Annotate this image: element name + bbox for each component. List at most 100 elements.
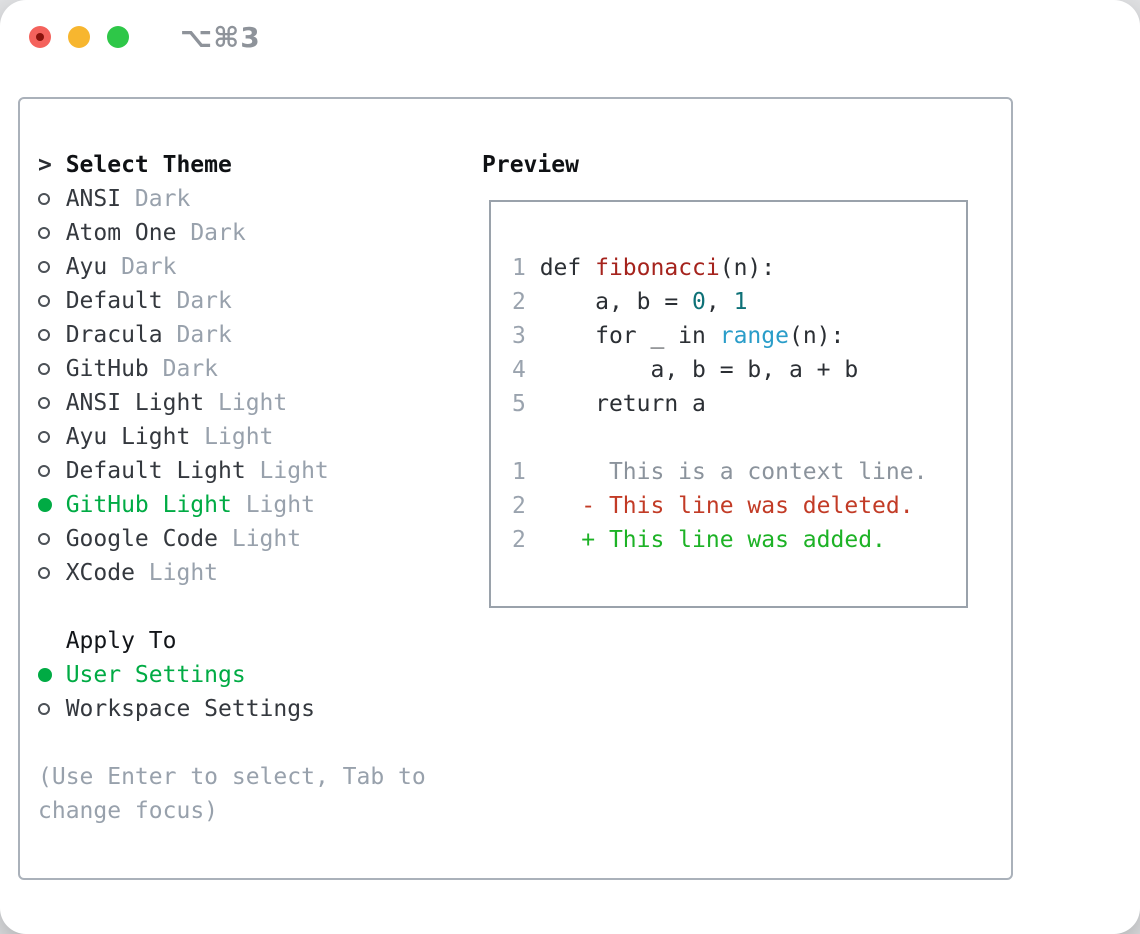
theme-option-name: GitHub Light	[65, 492, 232, 518]
theme-option-variant: Dark	[176, 288, 232, 314]
theme-option-variant: Light	[259, 458, 329, 484]
code-token: ,	[705, 289, 734, 315]
theme-option-name: ANSI Light	[65, 390, 205, 416]
theme-option-variant: Dark	[134, 186, 191, 212]
code-token: a, b =	[525, 289, 693, 315]
theme-option-name: Atom One	[65, 220, 177, 246]
code-token: a, b = b, a + b	[525, 357, 859, 383]
theme-option-variant: Dark	[190, 220, 246, 246]
theme-option-variant: Light	[245, 492, 315, 518]
radio-unselected-icon	[38, 533, 66, 545]
radio-unselected-icon	[38, 227, 66, 239]
preview-column: Preview 1 def fibonacci(n):2 a, b = 0, 1…	[482, 99, 1011, 878]
preview-code-line: 2 a, b = 0, 1	[512, 285, 966, 319]
apply-to-option-label: User Settings	[65, 662, 246, 688]
titlebar: ⌥⌘3	[0, 0, 1140, 74]
theme-option[interactable]: Dracula Dark	[38, 318, 482, 352]
preview-code-line: 1 This is a context line.	[512, 455, 966, 489]
radio-unselected-icon	[38, 703, 66, 715]
code-token: (n):	[719, 255, 776, 281]
preview-code-line: 1 def fibonacci(n):	[512, 251, 966, 285]
theme-option-name: Ayu	[65, 254, 108, 280]
preview-code-line: 2 - This line was deleted.	[512, 489, 966, 523]
radio-unselected-icon	[38, 363, 66, 375]
apply-to-option[interactable]: Workspace Settings	[38, 692, 482, 726]
code-token: range	[719, 323, 789, 349]
preview-code-line: 3 for _ in range(n):	[512, 319, 966, 353]
theme-option[interactable]: Default Light Light	[38, 454, 482, 488]
prompt-caret-icon: >	[38, 152, 52, 178]
line-number: 2	[512, 493, 526, 519]
code-token: fibonacci	[595, 255, 720, 281]
line-number: 1	[512, 255, 526, 281]
radio-unselected-icon	[38, 295, 66, 307]
window-shortcut-label: ⌥⌘3	[180, 20, 261, 54]
line-number: 4	[512, 357, 526, 383]
radio-unselected-icon	[38, 329, 66, 341]
line-number: 3	[512, 323, 526, 349]
preview-code-line: 2 + This line was added.	[512, 523, 966, 557]
code-token: return a	[525, 391, 706, 417]
line-number: 1	[512, 459, 526, 485]
theme-option[interactable]: GitHub Light Light	[38, 488, 482, 522]
preview-header: Preview	[482, 152, 579, 178]
select-theme-header-row: > Select Theme	[38, 148, 482, 182]
theme-option-variant: Dark	[162, 356, 219, 382]
theme-option-name: ANSI	[65, 186, 122, 212]
theme-option[interactable]: Google Code Light	[38, 522, 482, 556]
radio-unselected-icon	[38, 397, 66, 409]
radio-unselected-icon	[38, 431, 66, 443]
apply-to-header-row: Apply To	[38, 624, 482, 658]
code-token: + This line was added.	[525, 527, 886, 553]
theme-option-variant: Dark	[176, 322, 232, 348]
preview-code-line: 4 a, b = b, a + b	[512, 353, 966, 387]
hint-block: (Use Enter to select, Tab to change focu…	[38, 760, 482, 828]
radio-selected-icon	[38, 668, 66, 682]
radio-unselected-icon	[38, 567, 66, 579]
theme-option-name: Google Code	[65, 526, 219, 552]
hint-line-1: (Use Enter to select, Tab to	[38, 764, 426, 790]
code-token: - This line was deleted.	[525, 493, 914, 519]
hint-line-2: change focus)	[38, 798, 219, 824]
theme-option[interactable]: ANSI Dark	[38, 182, 482, 216]
preview-code-line: 5 return a	[512, 387, 966, 421]
theme-option[interactable]: Ayu Dark	[38, 250, 482, 284]
theme-option[interactable]: XCode Light	[38, 556, 482, 590]
theme-option-variant: Light	[148, 560, 219, 586]
code-token: This is a context line.	[525, 459, 928, 485]
select-theme-header: Select Theme	[65, 152, 232, 178]
code-token: (n):	[788, 323, 845, 349]
minimize-button-icon[interactable]	[68, 26, 90, 48]
close-button-icon[interactable]	[29, 26, 51, 48]
theme-option-name: Ayu Light	[65, 424, 191, 450]
theme-option[interactable]: Atom One Dark	[38, 216, 482, 250]
radio-unselected-icon	[38, 465, 66, 477]
theme-option-variant: Dark	[121, 254, 177, 280]
code-token: for _ in	[525, 323, 720, 349]
theme-option-variant: Light	[231, 526, 302, 552]
radio-unselected-icon	[38, 193, 66, 205]
theme-option-variant: Light	[218, 390, 288, 416]
radio-selected-icon	[38, 498, 66, 512]
apply-to-option[interactable]: User Settings	[38, 658, 482, 692]
preview-code-line	[512, 421, 966, 455]
code-token: 0	[692, 289, 706, 315]
line-number: 2	[512, 289, 526, 315]
zoom-button-icon[interactable]	[107, 26, 129, 48]
theme-option[interactable]: GitHub Dark	[38, 352, 482, 386]
theme-option-name: Default Light	[65, 458, 246, 484]
theme-option-name: Dracula	[65, 322, 163, 348]
theme-option[interactable]: ANSI Light Light	[38, 386, 482, 420]
apply-to-option-label: Workspace Settings	[65, 696, 315, 722]
theme-option-name: GitHub	[65, 356, 149, 382]
code-token: def	[525, 255, 596, 281]
theme-option-name: XCode	[65, 560, 135, 586]
